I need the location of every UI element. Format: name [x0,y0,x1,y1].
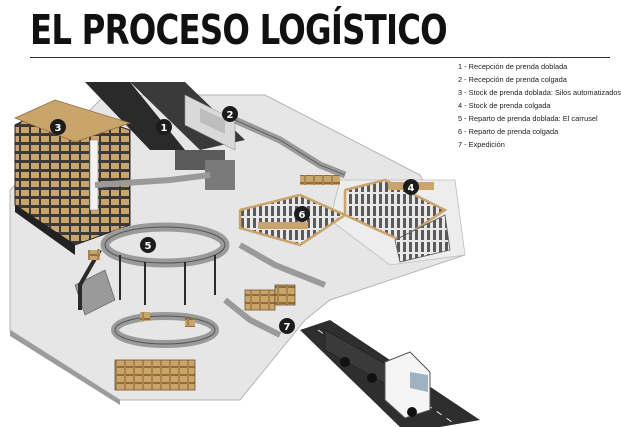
marker-5-label: 5 [145,241,152,252]
hanging-distribution [238,193,348,247]
legend-item-3: 3 - Stock de prenda doblada: Silos autom… [458,88,621,97]
hanging-stock [343,178,451,263]
marker-7-label: 7 [284,322,291,333]
marker-2: 2 [222,106,238,122]
legend-item-2: 2 - Recepción de prenda colgada [458,75,567,84]
marker-3: 3 [50,119,66,135]
truck [324,329,431,419]
legend-list: 1 - Recepción de prenda doblada 2 - Rece… [458,60,621,151]
marker-6-label: 6 [299,210,306,221]
marker-1: 1 [156,119,172,135]
automated-silos [13,99,132,255]
marker-4: 4 [403,179,419,195]
marker-2-label: 2 [227,110,234,121]
marker-4-label: 4 [408,183,415,194]
legend-item-7: 7 - Expedición [458,140,505,149]
marker-6: 6 [294,206,310,222]
legend-item-1: 1 - Recepción de prenda doblada [458,62,568,71]
marker-1-label: 1 [161,123,168,134]
legend-item-4: 4 - Stock de prenda colgada [458,101,551,110]
legend-item-5: 5 - Reparto de prenda doblada: El carrus… [458,114,598,123]
conveyor-lines [78,116,347,338]
box-stacks [88,175,340,391]
page-title: EL PROCESO LOGÍSTICO [30,6,448,54]
marker-3-label: 3 [55,123,62,134]
title-rule [30,57,610,58]
legend-item-6: 6 - Reparto de prenda colgada [458,127,559,136]
marker-7: 7 [279,318,295,334]
marker-5: 5 [140,237,156,253]
carousel-conveyor [74,222,230,348]
